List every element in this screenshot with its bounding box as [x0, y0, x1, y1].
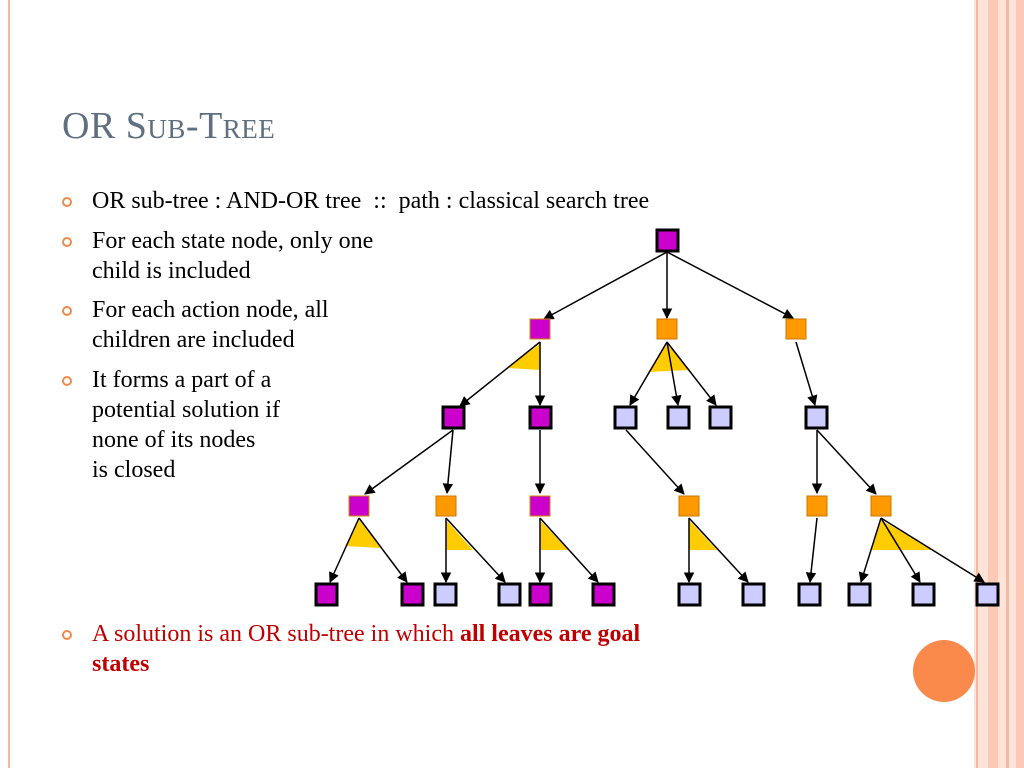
edge: [816, 429, 877, 495]
edge: [858, 517, 882, 584]
bullet-text-line-3: none of its nodes: [92, 427, 256, 453]
edge: [688, 517, 749, 583]
state-node: [441, 405, 466, 430]
state-node: [348, 495, 370, 517]
and-arc: [648, 344, 690, 372]
edge: [459, 341, 541, 407]
edge: [666, 251, 794, 319]
state-node-root: [655, 228, 680, 253]
right-decorative-stripes: [974, 0, 1024, 768]
solution-text-line-2: states: [92, 649, 149, 679]
leaf-node: [666, 405, 691, 430]
edge: [666, 341, 717, 406]
bullet-marker-icon: [62, 630, 72, 640]
bullet-text-line-1: For each state node, only one: [92, 228, 374, 254]
and-arc: [446, 520, 473, 550]
and-arc: [507, 344, 540, 370]
and-arcs: [345, 344, 933, 550]
bullet-text: OR sub-tree : AND-OR tree :: path : clas…: [92, 188, 650, 214]
tree-nodes: [314, 228, 1000, 607]
state-node: [591, 582, 616, 607]
leaf-node: [797, 582, 822, 607]
leaf-node: [708, 405, 733, 430]
leaf-node: [613, 405, 638, 430]
edge: [442, 429, 454, 495]
bullet-marker-icon: [62, 197, 72, 207]
edge: [329, 517, 360, 583]
leaf-node: [497, 582, 522, 607]
leaf-node: [975, 582, 1000, 607]
state-node: [400, 582, 425, 607]
edge: [364, 429, 454, 495]
action-node: [656, 318, 678, 340]
action-node: [678, 495, 700, 517]
and-arc: [689, 520, 717, 550]
bullet-text-line-1: It forms a part of a: [92, 367, 272, 393]
solution-bold-phrase: all leaves are goal: [459, 621, 641, 647]
left-border-line: [8, 0, 10, 768]
edge: [543, 251, 668, 320]
state-node: [528, 405, 553, 430]
action-node: [785, 318, 807, 340]
leaf-node: [847, 582, 872, 607]
action-node: [806, 495, 828, 517]
state-node: [529, 318, 551, 340]
leaf-node: [433, 582, 458, 607]
bullet-marker-icon: [62, 237, 72, 247]
leaf-node: [804, 405, 829, 430]
and-arc: [345, 520, 381, 548]
edge: [880, 517, 921, 583]
leaf-node: [911, 582, 936, 607]
bullet-text-line-2: child is included: [92, 258, 251, 284]
edge: [629, 341, 668, 406]
and-arc: [540, 520, 568, 550]
edge: [445, 517, 506, 583]
leaf-node: [741, 582, 766, 607]
edge: [666, 341, 682, 407]
bullet-text-line-1: For each action node, all: [92, 297, 329, 323]
bullet-marker-icon: [62, 306, 72, 316]
edge: [795, 341, 818, 407]
slide-title: OR Sub-Tree: [62, 105, 276, 147]
state-node: [314, 582, 339, 607]
solution-prefix: A solution is an OR sub-tree in which: [92, 621, 460, 647]
bullet-marker-icon: [62, 376, 72, 386]
tree-edges: [329, 251, 985, 584]
bullet-text-line-4: is closed: [92, 457, 176, 483]
edge: [880, 517, 985, 583]
state-node: [528, 582, 553, 607]
action-node: [435, 495, 457, 517]
edge: [358, 517, 408, 583]
and-arc: [871, 520, 933, 550]
action-node: [870, 495, 892, 517]
edge: [625, 429, 685, 495]
edge: [805, 517, 818, 584]
solution-text-line-1: A solution is an OR sub-tree in which al…: [92, 619, 640, 649]
decorative-orange-circle: [913, 640, 975, 702]
solution-bold-phrase-end: states: [92, 651, 150, 677]
bullet-text-line-2: children are included: [92, 327, 295, 353]
leaf-node: [677, 582, 702, 607]
edge: [539, 517, 599, 583]
bullet-text-line-2: potential solution if: [92, 397, 280, 423]
state-node: [529, 495, 551, 517]
